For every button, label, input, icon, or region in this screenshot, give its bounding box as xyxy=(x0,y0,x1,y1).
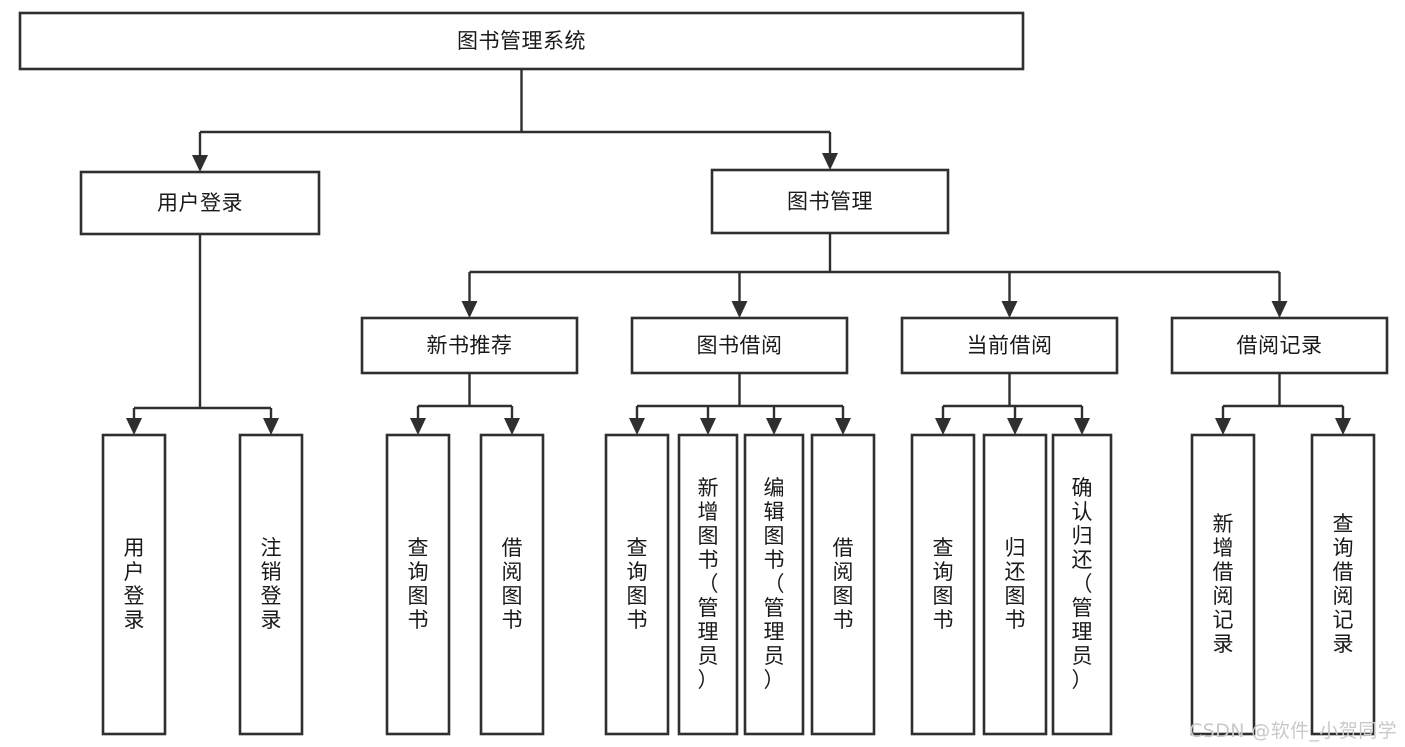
level2-node[interactable]: 借阅记录 xyxy=(1170,316,1389,375)
connectors-layer xyxy=(126,69,1351,435)
node-label-current-borrow: 当前借阅 xyxy=(967,334,1053,358)
leaf-node[interactable]: 注销登录 xyxy=(238,433,304,736)
leaf-node[interactable]: 编辑图书（管理员） xyxy=(743,433,805,736)
node-box-leaf-add-book-admin[interactable] xyxy=(677,433,739,736)
root-node[interactable]: 图书管理系统 xyxy=(18,11,1025,71)
node-box-new-book-recommend[interactable] xyxy=(360,316,579,375)
node-label-leaf-confirm-return-admin: 确认归还（管理员） xyxy=(1072,476,1093,692)
leaf-node[interactable]: 确认归还（管理员） xyxy=(1051,433,1113,736)
arrow-icon-current-borrow xyxy=(1001,301,1018,318)
arrow-icon-leaf-query-borrow-record xyxy=(1335,418,1351,435)
leaf-node[interactable]: 查询图书 xyxy=(604,433,670,736)
node-box-borrow-record[interactable] xyxy=(1170,316,1389,375)
leaf-node[interactable]: 借阅图书 xyxy=(810,433,876,736)
node-box-leaf-return-book[interactable] xyxy=(982,433,1048,736)
node-label-root: 图书管理系统 xyxy=(457,29,586,53)
node-label-borrow-record: 借阅记录 xyxy=(1237,334,1323,358)
arrow-icon-leaf-return-book xyxy=(1007,418,1023,435)
node-label-leaf-borrow-book-recommend: 借阅图书 xyxy=(502,536,523,632)
node-label-leaf-borrow-book: 借阅图书 xyxy=(833,536,854,632)
arrow-icon-book-borrow xyxy=(731,301,748,318)
node-box-leaf-confirm-return-admin[interactable] xyxy=(1051,433,1113,736)
node-label-leaf-user-login: 用户登录 xyxy=(124,536,145,632)
arrow-icon-leaf-borrow-book xyxy=(835,418,851,435)
level2-node[interactable]: 新书推荐 xyxy=(360,316,579,375)
node-box-book-management[interactable] xyxy=(710,168,950,235)
leaf-node[interactable]: 新增借阅记录 xyxy=(1190,433,1256,736)
node-label-leaf-add-borrow-record: 新增借阅记录 xyxy=(1213,512,1234,656)
node-label-book-management: 图书管理 xyxy=(787,190,873,214)
node-label-user-login: 用户登录 xyxy=(157,191,243,215)
arrow-icon-leaf-edit-book-admin xyxy=(766,418,782,435)
node-box-leaf-user-login[interactable] xyxy=(101,433,167,736)
arrow-icon-leaf-query-book-recommend xyxy=(410,418,426,435)
node-label-leaf-query-book-recommend: 查询图书 xyxy=(408,536,429,632)
node-box-leaf-borrow-book-recommend[interactable] xyxy=(479,433,545,736)
leaf-node[interactable]: 用户登录 xyxy=(101,433,167,736)
level2-node[interactable]: 图书借阅 xyxy=(630,316,849,375)
node-label-leaf-edit-book-admin: 编辑图书（管理员） xyxy=(764,476,785,692)
node-label-leaf-return-book: 归还图书 xyxy=(1005,536,1026,632)
leaf-node[interactable]: 归还图书 xyxy=(982,433,1048,736)
leaf-node[interactable]: 借阅图书 xyxy=(479,433,545,736)
node-label-leaf-query-book-borrow: 查询图书 xyxy=(627,536,648,632)
arrow-icon-leaf-logout-login xyxy=(263,418,279,435)
node-label-book-borrow: 图书借阅 xyxy=(697,334,783,358)
node-box-root[interactable] xyxy=(18,11,1025,71)
node-box-leaf-query-book-borrow[interactable] xyxy=(604,433,670,736)
node-label-new-book-recommend: 新书推荐 xyxy=(427,334,513,358)
node-box-leaf-query-borrow-record[interactable] xyxy=(1310,433,1376,736)
leaf-node[interactable]: 查询借阅记录 xyxy=(1310,433,1376,736)
level1-node[interactable]: 用户登录 xyxy=(79,170,321,236)
arrow-icon-user-login xyxy=(192,155,208,172)
csdn-watermark: CSDN @软件_小贺同学 xyxy=(1189,720,1397,742)
node-box-leaf-add-borrow-record[interactable] xyxy=(1190,433,1256,736)
node-box-current-borrow[interactable] xyxy=(900,316,1119,375)
node-box-leaf-logout-login[interactable] xyxy=(238,433,304,736)
node-box-leaf-query-book-current[interactable] xyxy=(910,433,976,736)
arrow-icon-leaf-query-book-borrow xyxy=(629,418,645,435)
node-label-leaf-query-borrow-record: 查询借阅记录 xyxy=(1333,512,1354,656)
arrow-icon-leaf-confirm-return-admin xyxy=(1074,418,1090,435)
leaf-node[interactable]: 查询图书 xyxy=(910,433,976,736)
arrow-icon-leaf-add-book-admin xyxy=(700,418,716,435)
leaf-node[interactable]: 新增图书（管理员） xyxy=(677,433,739,736)
node-box-user-login[interactable] xyxy=(79,170,321,236)
arrow-icon-leaf-add-borrow-record xyxy=(1215,418,1231,435)
arrow-icon-new-book-recommend xyxy=(461,301,478,318)
leaf-node[interactable]: 查询图书 xyxy=(385,433,451,736)
arrow-icon-leaf-user-login xyxy=(126,418,142,435)
level2-node[interactable]: 当前借阅 xyxy=(900,316,1119,375)
node-box-book-borrow[interactable] xyxy=(630,316,849,375)
arrow-icon-leaf-borrow-book-recommend xyxy=(504,418,520,435)
arrow-icon-borrow-record xyxy=(1271,301,1288,318)
node-label-leaf-add-book-admin: 新增图书（管理员） xyxy=(698,476,719,692)
arrow-icon-leaf-query-book-current xyxy=(935,418,951,435)
arrow-icon-book-management xyxy=(822,153,838,170)
nodes-layer: 图书管理系统用户登录图书管理新书推荐图书借阅当前借阅借阅记录用户登录注销登录查询… xyxy=(18,11,1389,736)
node-box-leaf-borrow-book[interactable] xyxy=(810,433,876,736)
node-box-leaf-query-book-recommend[interactable] xyxy=(385,433,451,736)
node-box-leaf-edit-book-admin[interactable] xyxy=(743,433,805,736)
level1-node[interactable]: 图书管理 xyxy=(710,168,950,235)
node-label-leaf-query-book-current: 查询图书 xyxy=(933,536,954,632)
node-label-leaf-logout-login: 注销登录 xyxy=(261,536,282,632)
